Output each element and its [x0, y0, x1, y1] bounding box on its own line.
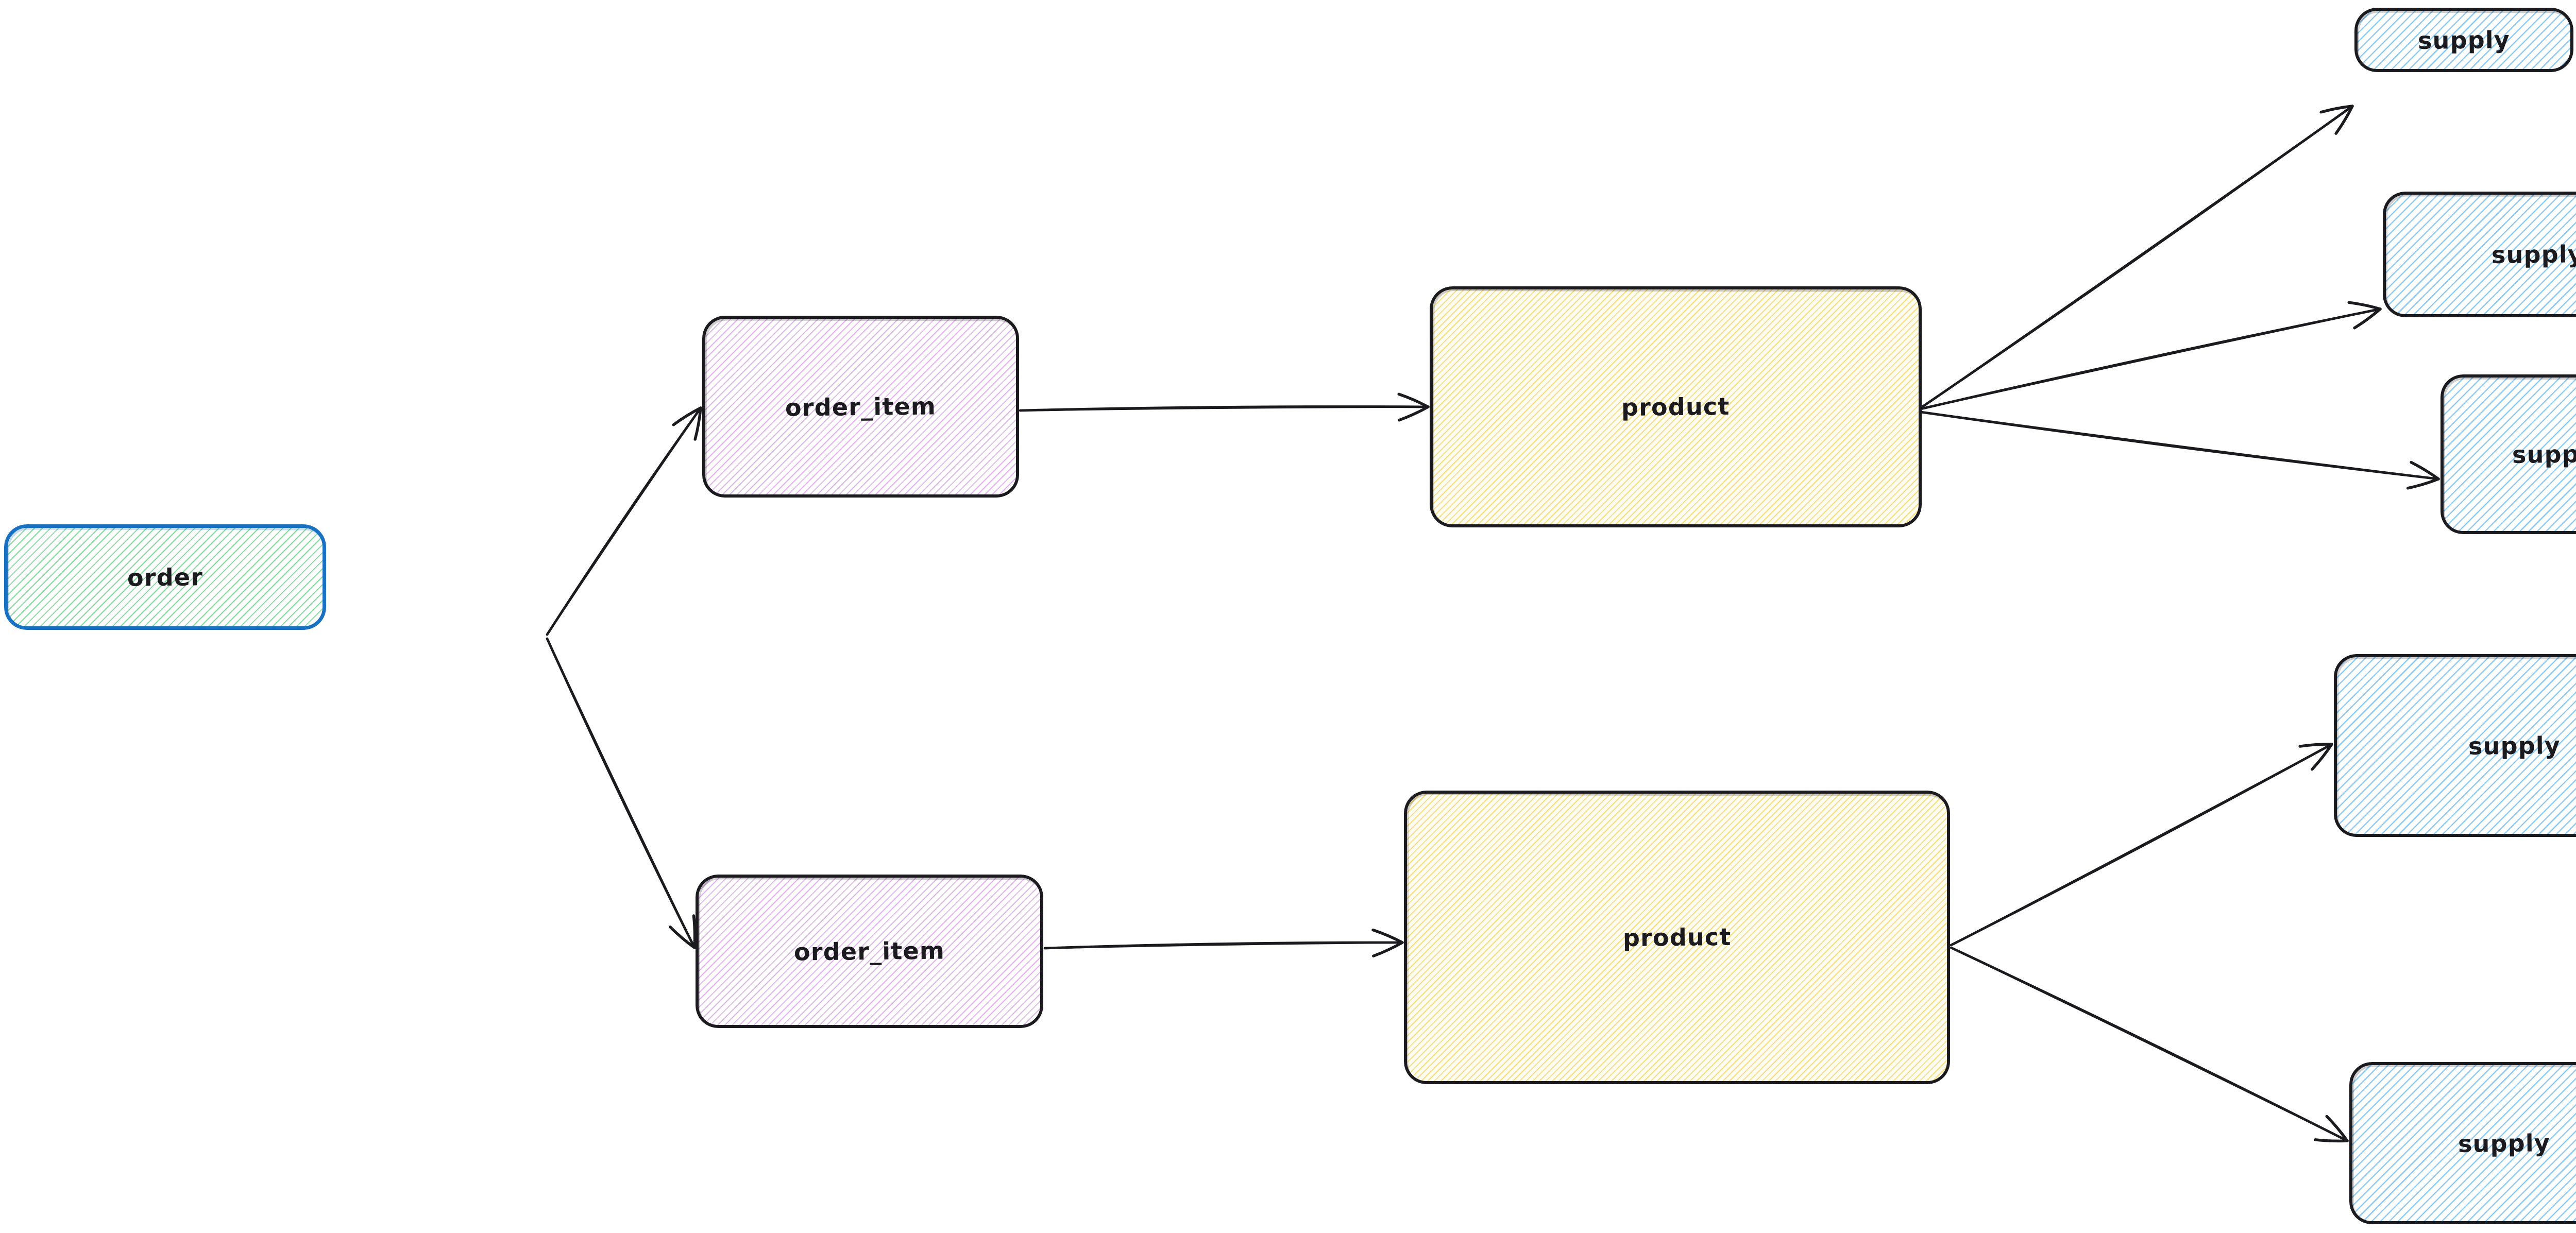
- edge-product_bottom-to-supply_5: [1950, 946, 2349, 1143]
- node-product-top[interactable]: product: [1430, 286, 1922, 527]
- node-supply-4[interactable]: supply: [2334, 654, 2576, 837]
- edge-product_bottom-to-supply_4: [1950, 743, 2333, 947]
- edge-order-to-order_item_bottom: [546, 637, 697, 949]
- edge-product_top-to-supply_2: [1919, 301, 2382, 410]
- node-product-bottom[interactable]: product: [1404, 791, 1950, 1084]
- edge-product_top-to-supply_3: [1919, 410, 2440, 490]
- node-supply-5[interactable]: supply: [2349, 1062, 2576, 1224]
- node-order-item-top-label: order_item: [785, 391, 937, 422]
- edge-product_top-to-supply_1: [1919, 105, 2354, 409]
- node-supply-2-label: supply: [2491, 240, 2576, 269]
- node-supply-5-label: supply: [2458, 1128, 2550, 1158]
- node-order-item-top[interactable]: order_item: [702, 316, 1019, 498]
- node-product-top-label: product: [1621, 392, 1731, 422]
- node-supply-3[interactable]: supply: [2441, 374, 2576, 534]
- edge-order_item_bottom-to-product_bottom: [1043, 928, 1404, 957]
- node-supply-4-label: supply: [2468, 731, 2561, 760]
- edge-order-to-order_item_top: [546, 406, 702, 636]
- node-supply-2[interactable]: supply: [2383, 192, 2576, 317]
- node-order-item-bottom-label: order_item: [793, 936, 945, 966]
- node-supply-3-label: supply: [2512, 440, 2576, 469]
- node-supply-1-label: supply: [2417, 25, 2511, 55]
- node-order-label: order: [127, 562, 204, 592]
- node-supply-1[interactable]: supply: [2354, 8, 2573, 72]
- edge-order_item_top-to-product_top: [1019, 392, 1430, 422]
- node-order-item-bottom[interactable]: order_item: [696, 875, 1043, 1028]
- node-product-bottom-label: product: [1622, 922, 1732, 952]
- node-order[interactable]: order: [4, 524, 326, 630]
